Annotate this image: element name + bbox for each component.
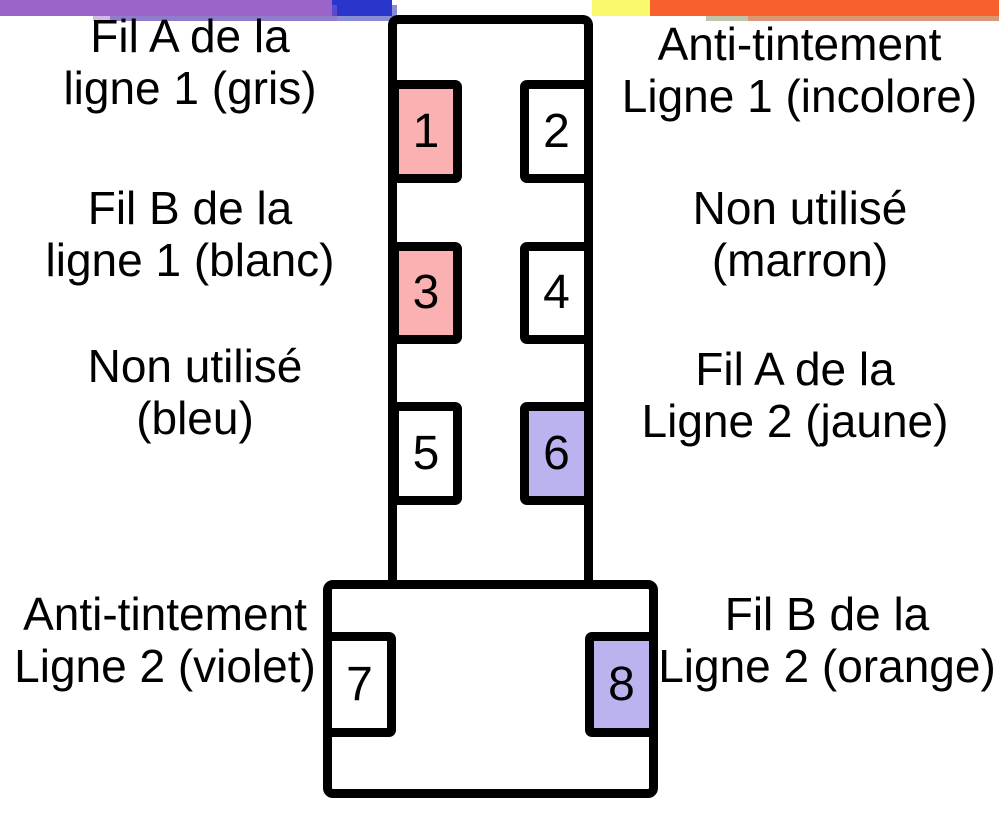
label-fil-a-ligne1: Fil A de la ligne 1 (gris): [10, 10, 370, 114]
label-line: Ligne 2 (orange): [658, 640, 996, 692]
label-non-utilise-bleu: Non utilisé (bleu): [10, 340, 380, 444]
pin-4-number: 4: [543, 266, 570, 319]
pin-7: 7: [323, 632, 396, 737]
pin-8-number: 8: [608, 657, 635, 711]
label-line: (marron): [711, 234, 889, 286]
label-anti-tintement-ligne2: Anti-tintement Ligne 2 (violet): [0, 588, 330, 692]
label-line: (bleu): [136, 392, 254, 444]
pin-6-number: 6: [543, 426, 570, 480]
pin-5: 5: [390, 402, 462, 505]
pin-2: 2: [520, 80, 593, 183]
label-line: Fil A de la: [695, 343, 895, 395]
label-line: Anti-tintement: [657, 18, 942, 70]
label-line: ligne 1 (blanc): [45, 234, 335, 286]
label-line: Fil A de la: [90, 10, 290, 62]
label-line: Fil B de la: [87, 182, 293, 234]
label-line: Non utilisé: [87, 340, 303, 392]
pin-7-number: 7: [346, 657, 373, 711]
pin-2-number: 2: [543, 104, 570, 158]
wire-violet: [0, 0, 338, 21]
pin-5-number: 5: [412, 426, 440, 480]
pin-1: 1: [390, 80, 462, 183]
label-line: Fil B de la: [724, 588, 930, 640]
label-line: ligne 1 (gris): [63, 62, 317, 114]
pin-8: 8: [585, 632, 658, 737]
label-fil-a-ligne2: Fil A de la Ligne 2 (jaune): [600, 343, 990, 447]
pin-6: 6: [520, 402, 593, 505]
label-line: Ligne 2 (violet): [14, 640, 316, 692]
pin-1-number: 1: [412, 104, 440, 158]
label-line: Anti-tintement: [23, 588, 307, 640]
label-anti-tintement-ligne1: Anti-tintement Ligne 1 (incolore): [600, 18, 999, 122]
wire-orange: [650, 0, 999, 21]
label-line: Ligne 1 (incolore): [621, 70, 978, 122]
label-line: Ligne 2 (jaune): [641, 395, 949, 447]
pin-4: 4: [520, 242, 593, 344]
label-non-utilise-marron: Non utilisé (marron): [610, 182, 990, 286]
label-fil-b-ligne2: Fil B de la Ligne 2 (orange): [655, 588, 999, 692]
label-line: Non utilisé: [692, 182, 908, 234]
pin-3-number: 3: [412, 266, 440, 319]
pin-3: 3: [390, 242, 462, 344]
label-fil-b-ligne1: Fil B de la ligne 1 (blanc): [10, 182, 370, 286]
